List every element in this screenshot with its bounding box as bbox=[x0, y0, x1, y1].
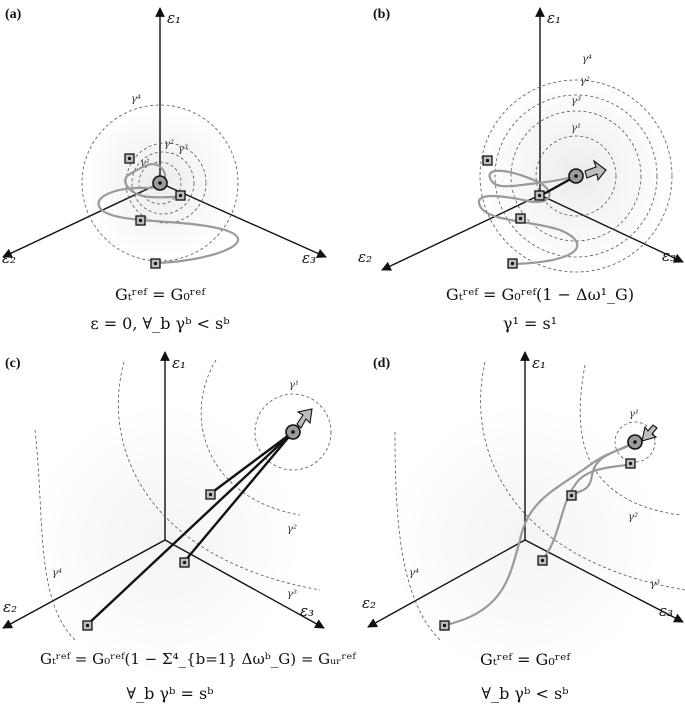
panel-a-formula-1: Gₜʳᵉᶠ = G₀ʳᵉᶠ bbox=[114, 285, 206, 304]
panel-c-axis-e3-label: ε₃ bbox=[300, 602, 314, 620]
panel-c-link bbox=[86, 431, 294, 626]
panel-d-formula-1: Gₜʳᵉᶠ = G₀ʳᵉᶠ bbox=[479, 650, 571, 669]
panel-b-gamma1-circle bbox=[535, 135, 617, 217]
panel-b-direction-arrow bbox=[584, 159, 607, 182]
panel-d-label: (d) bbox=[373, 356, 390, 371]
panel-d-formula-2: ∀_b γᵇ < sᵇ bbox=[481, 684, 569, 703]
panel-c-gamma3-label: γ³ bbox=[287, 589, 297, 600]
panel-a-formula-2: ε = 0, ∀_b γᵇ < sᵇ bbox=[90, 314, 230, 333]
panel-c-sensor bbox=[205, 489, 216, 500]
panel-b-gamma4-label: γ⁴ bbox=[582, 54, 592, 65]
panel-a-sensor bbox=[150, 258, 161, 269]
panel-b-gamma2-label: γ² bbox=[580, 76, 590, 87]
panel-d-trajectory bbox=[570, 440, 637, 497]
panel-b-axis-e3-label: ε₃ bbox=[662, 247, 676, 265]
panel-c-gamma4-label: γ⁴ bbox=[52, 568, 62, 579]
panel-d-gamma4-label: γ⁴ bbox=[409, 568, 419, 579]
panel-c: (c) ε₁ ε₂ ε₃ γ¹ γ² γ⁴ γ³ bbox=[2, 351, 332, 675]
panel-d-sensor bbox=[537, 555, 548, 566]
panel-b-gamma2-circle bbox=[494, 94, 658, 258]
panel-d-axis-e3-label: ε₃ bbox=[659, 602, 673, 620]
panel-d-gamma2-label: γ² bbox=[628, 512, 638, 523]
panel-c-formula-1: Gₜʳᵉᶠ = G₀ʳᵉᶠ(1 − Σ⁴_{b=1} Δωᵇ_G) = Gᵤᵣʳ… bbox=[40, 650, 356, 668]
panel-a-axis-e2-label: ε₂ bbox=[2, 249, 16, 267]
panel-c-sensor bbox=[82, 620, 93, 631]
panel-c-label: (c) bbox=[5, 356, 21, 371]
panel-d-gamma4-arc bbox=[394, 431, 441, 641]
panel-a-gamma4-label: γ⁴ bbox=[131, 94, 141, 105]
panel-d-sensor bbox=[439, 620, 450, 631]
panel-b-axis-e2 bbox=[381, 194, 541, 271]
panel-a-center-dot bbox=[158, 181, 162, 185]
panel-b-sensor bbox=[507, 258, 518, 269]
panel-a-gamma3-circle bbox=[125, 142, 207, 224]
panel-d: (d) ε₁ ε₂ ε₃ γ¹ γ² γ⁴ γ³ bbox=[362, 351, 685, 675]
panel-c-link bbox=[209, 431, 294, 495]
panel-a-gamma1-label: γ¹ bbox=[140, 158, 150, 169]
panel-d-axis-e2 bbox=[367, 539, 526, 628]
panel-c-gamma4-arc bbox=[34, 429, 76, 641]
panel-a: (a) ε₁ ε₂ ε₃ γ⁴ γ¹ γ² γ³ bbox=[2, 7, 327, 269]
panel-a-axis-e3 bbox=[159, 182, 327, 258]
panel-a-axis-e3-label: ε₃ bbox=[302, 249, 316, 267]
panel-d-axis-e1-label: ε₁ bbox=[532, 354, 546, 372]
panel-d-gamma3-label: γ³ bbox=[650, 579, 660, 590]
panel-a-sensor bbox=[124, 153, 135, 164]
panel-b-gamma4-circle bbox=[479, 79, 673, 273]
panel-c-axis-e2-label: ε₂ bbox=[3, 598, 17, 616]
panel-b-trajectory bbox=[477, 169, 579, 266]
panel-a-gamma2-circle bbox=[131, 151, 195, 215]
panel-d-sensor bbox=[625, 458, 636, 469]
panel-d-center-dot bbox=[633, 440, 637, 444]
panel-a-gamma1-circle bbox=[138, 161, 182, 205]
panel-b-gamma3-label: γ³ bbox=[571, 96, 581, 107]
panel-c-gamma1-label: γ¹ bbox=[289, 380, 299, 391]
panel-b-formula-1: Gₜʳᵉᶠ = G₀ʳᵉᶠ(1 − Δω¹_G) bbox=[445, 285, 635, 304]
panel-c-center-dot bbox=[291, 430, 295, 434]
panel-a-label: (a) bbox=[5, 7, 22, 22]
panel-b-sensor bbox=[534, 190, 545, 201]
panel-b-axis-e1-label: ε₁ bbox=[547, 9, 561, 27]
panel-b-label: (b) bbox=[373, 7, 390, 22]
panel-d-axis-e3 bbox=[524, 539, 684, 623]
panel-c-sensor bbox=[179, 557, 190, 568]
panel-c-gamma1-circle bbox=[254, 393, 332, 471]
panel-b-gamma1-label: γ¹ bbox=[571, 123, 581, 134]
panel-c-formula-2: ∀_b γᵇ = sᵇ bbox=[126, 684, 214, 703]
panel-a-sensor bbox=[175, 190, 186, 201]
panel-a-gamma2-label: γ² bbox=[164, 139, 174, 150]
panel-b: (b) ε₁ ε₂ ε₃ γ⁴ γ² γ³ γ¹ bbox=[358, 7, 684, 273]
panel-b-formula-2: γ¹ = s¹ bbox=[502, 314, 558, 333]
panel-c-link bbox=[183, 431, 294, 563]
panel-b-sensor bbox=[515, 213, 526, 224]
panel-c-gamma2-arc bbox=[200, 359, 301, 516]
panel-c-axis-e1-label: ε₁ bbox=[172, 354, 186, 372]
panel-a-axis-e1-label: ε₁ bbox=[167, 9, 181, 27]
panel-d-sensor bbox=[566, 490, 577, 501]
panel-a-sensor bbox=[135, 215, 146, 226]
panel-c-gamma2-label: γ² bbox=[287, 524, 297, 535]
panel-b-sensor bbox=[482, 155, 493, 166]
panel-d-gamma1-label: γ¹ bbox=[629, 409, 639, 420]
panel-b-axis-e3 bbox=[539, 194, 684, 263]
panel-d-axis-e2-label: ε₂ bbox=[362, 594, 376, 612]
panel-b-center-dot bbox=[574, 174, 578, 178]
panel-d-gamma1-circle bbox=[614, 421, 656, 463]
panel-a-trajectory bbox=[97, 163, 240, 265]
panel-c-axis-e2 bbox=[2, 539, 166, 629]
panel-a-gamma3-label: γ³ bbox=[178, 144, 188, 155]
panel-d-direction-arrow bbox=[641, 424, 658, 442]
panel-b-axis-e2-label: ε₂ bbox=[358, 248, 372, 266]
panel-a-axis-e2 bbox=[2, 182, 161, 258]
panel-c-direction-arrow bbox=[296, 408, 313, 429]
